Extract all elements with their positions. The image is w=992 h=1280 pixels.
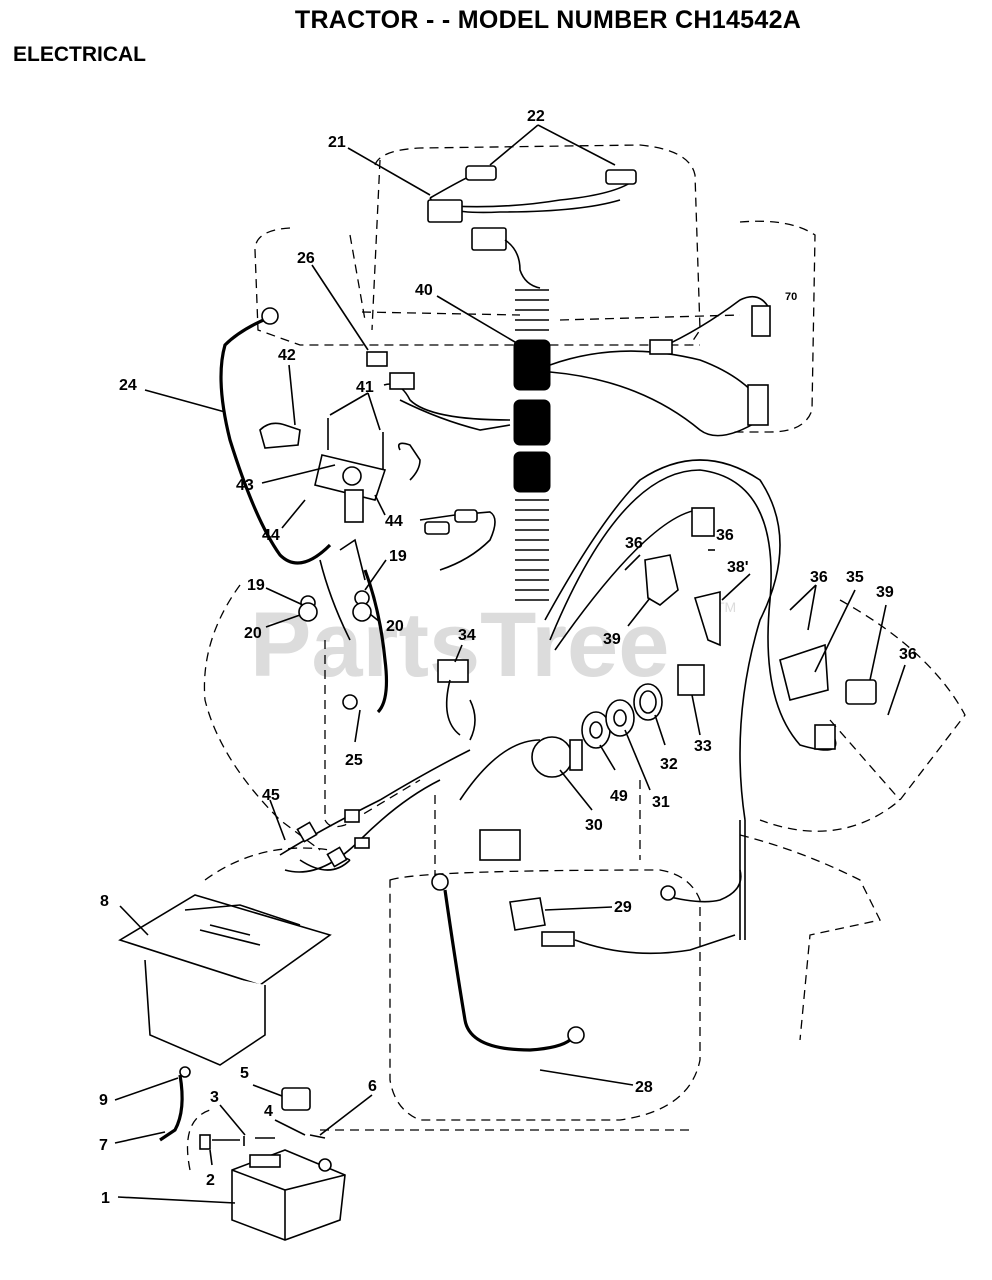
callout-6: 6	[368, 1078, 377, 1095]
bracket-42	[259, 422, 301, 449]
callout-40: 40	[415, 282, 433, 299]
section-label: ELECTRICAL	[13, 43, 146, 66]
switch-cluster	[544, 459, 877, 821]
headlight-socket-left	[465, 165, 497, 181]
bolt-2	[199, 1134, 211, 1150]
switch-34	[437, 659, 469, 683]
connector-26	[366, 351, 388, 367]
callout-28: 28	[635, 1079, 653, 1096]
harness-45	[279, 749, 471, 873]
switch-33	[677, 664, 705, 696]
connector-70	[751, 305, 771, 337]
switch-39-right	[845, 679, 877, 705]
callout-39-right: 39	[876, 584, 894, 601]
callout-5: 5	[240, 1065, 249, 1082]
chassis-outline	[186, 144, 966, 1171]
callout-8: 8	[100, 893, 109, 910]
callout-45: 45	[262, 787, 280, 804]
connector-29	[541, 931, 575, 947]
callout-19-right: 19	[389, 548, 407, 565]
callout-33: 33	[694, 738, 712, 755]
callout-2: 2	[206, 1172, 215, 1189]
callout-36-far: 36	[899, 646, 917, 663]
callout-36-right: 36	[810, 569, 828, 586]
leader-lines	[114, 124, 906, 1204]
callout-3: 3	[210, 1089, 219, 1106]
solenoid	[344, 489, 364, 523]
callout-7: 7	[99, 1137, 108, 1154]
terminal-cover-5	[281, 1087, 311, 1111]
callout-29: 29	[614, 899, 632, 916]
callout-25: 25	[345, 752, 363, 769]
callout-4: 4	[264, 1103, 273, 1120]
callout-36-top: 36	[716, 527, 734, 544]
ignition-connector	[479, 829, 521, 861]
callout-20-right: 20	[386, 618, 404, 635]
battery	[159, 1066, 346, 1241]
main-harness-coil	[513, 289, 551, 601]
harness-connector-a	[427, 199, 463, 223]
headlight-harness	[427, 165, 637, 289]
callout-35: 35	[846, 569, 864, 586]
callout-20-left: 20	[244, 625, 262, 642]
bracket-38	[693, 590, 721, 647]
switch-36-top	[691, 507, 715, 537]
callout-30: 30	[585, 817, 603, 834]
callout-41: 41	[356, 379, 374, 396]
connector-26b	[389, 372, 415, 390]
headlight-socket-right	[605, 169, 637, 185]
callout-42: 42	[278, 347, 296, 364]
callout-38: 38'	[727, 559, 749, 576]
callout-19-left: 19	[247, 577, 265, 594]
harness-connector-b	[471, 227, 507, 251]
callout-1: 1	[101, 1190, 110, 1207]
connector-small	[649, 339, 673, 355]
callout-39-left: 39	[603, 631, 621, 648]
callout-36-mid: 36	[625, 535, 643, 552]
switch-39	[644, 554, 679, 606]
ground-cable-28	[431, 820, 746, 1052]
solenoid-assembly	[219, 307, 511, 714]
bracket-35	[779, 643, 829, 701]
battery-box	[118, 894, 332, 1066]
callout-9: 9	[99, 1092, 108, 1109]
callout-22: 22	[527, 108, 545, 125]
callout-21: 21	[328, 134, 346, 151]
connector-right	[747, 384, 769, 426]
battery-terminal	[249, 1154, 281, 1168]
callout-31: 31	[652, 794, 670, 811]
callout-24: 24	[119, 377, 137, 394]
watermark-tm: TM	[716, 599, 736, 615]
callout-34: 34	[458, 627, 476, 644]
switch-29	[509, 897, 546, 931]
fuse-holder	[424, 521, 450, 535]
callout-labels: 22 21 26 40 70 42 24 41 43 44 44 36 36 1…	[99, 108, 917, 1207]
callout-70: 70	[785, 291, 797, 303]
callout-49: 49	[610, 788, 628, 805]
diagram-title: TRACTOR - - MODEL NUMBER CH14542A	[294, 6, 802, 34]
callout-26: 26	[297, 250, 315, 267]
connector-right-low	[814, 724, 836, 750]
callout-44-right: 44	[385, 513, 403, 530]
callout-32: 32	[660, 756, 678, 773]
callout-44-left: 44	[262, 527, 280, 544]
callout-43: 43	[236, 477, 254, 494]
seat-switch-harness	[549, 295, 771, 437]
ignition-switch	[437, 659, 663, 861]
